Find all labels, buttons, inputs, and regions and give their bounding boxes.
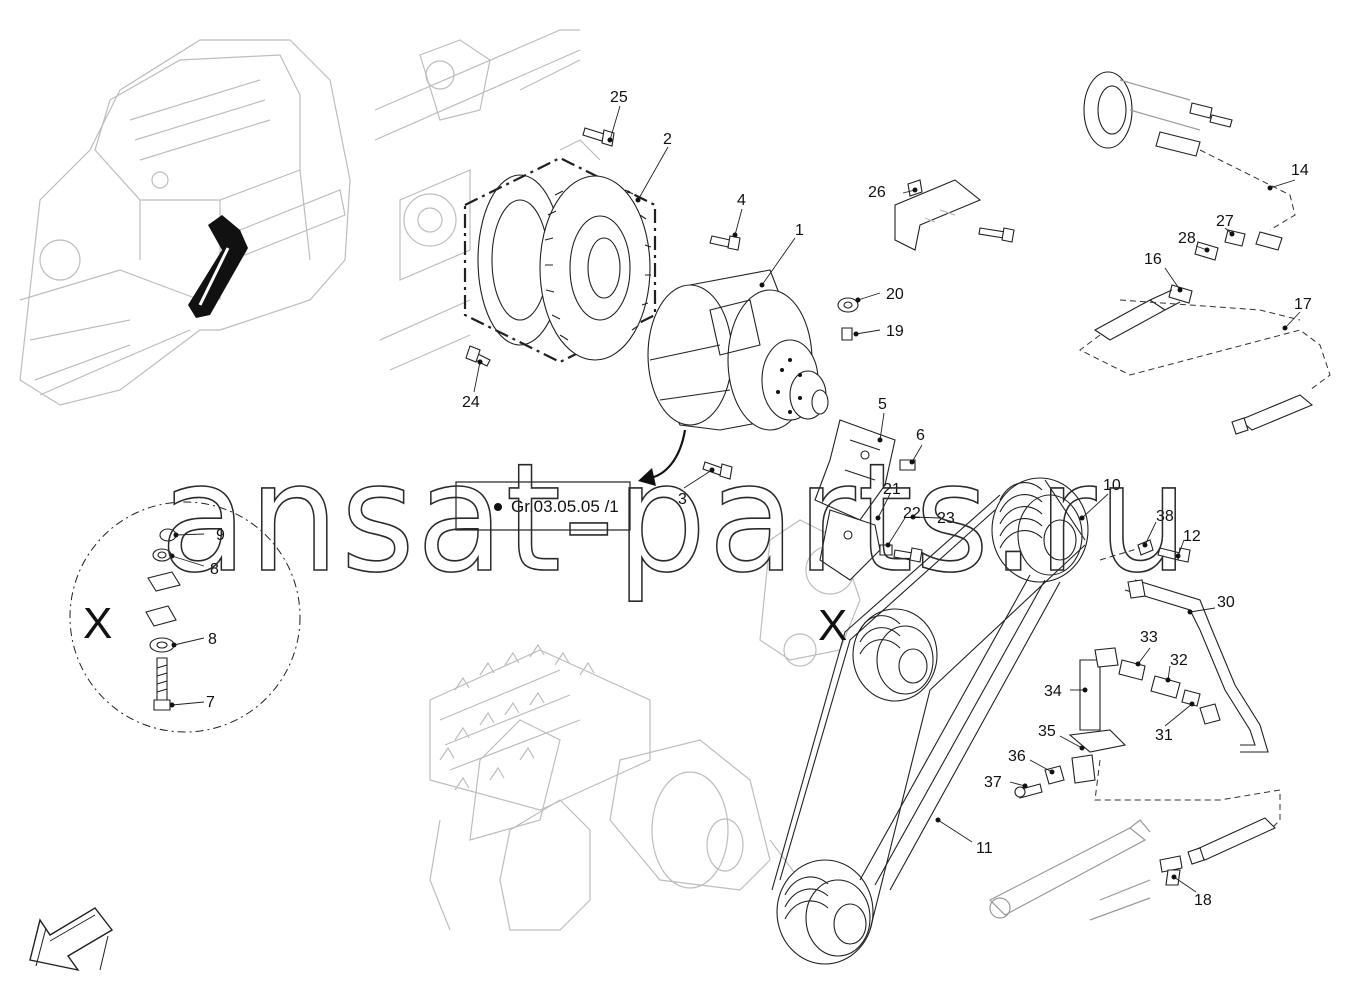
watermark-text: ansat-parts.ru [160,432,1190,606]
callout-19[interactable]: 19 [886,323,904,340]
coupling-part-2 [463,156,657,364]
callout-30[interactable]: 30 [1217,594,1235,611]
callout-33[interactable]: 33 [1140,629,1158,646]
callout-31[interactable]: 31 [1155,727,1173,744]
callout-36[interactable]: 36 [1008,748,1026,765]
callout-12[interactable]: 12 [1183,528,1201,545]
callout-27[interactable]: 27 [1216,213,1234,230]
callout-32[interactable]: 32 [1170,652,1188,669]
callout-3[interactable]: 3 [678,491,687,508]
callout-34[interactable]: 34 [1044,683,1062,700]
fasteners-upper [465,127,1015,480]
callout-6[interactable]: 6 [916,427,925,444]
callout-labels: 25 2 4 1 26 20 19 24 3 5 6 21 22 23 10 3… [206,89,1312,909]
callout-7[interactable]: 7 [206,694,215,711]
belt-drive [771,477,1089,965]
tensioner-brackets [814,419,923,581]
group-reference-text: Gr.03.05.05 /1 [511,497,619,516]
group-reference-box[interactable]: Gr.03.05.05 /1 [455,481,631,531]
callout-18[interactable]: 18 [1194,892,1212,909]
callout-24[interactable]: 24 [462,394,480,411]
machine-overview-illustration [19,39,351,406]
callout-8b[interactable]: 8 [208,631,217,648]
callout-17[interactable]: 17 [1294,296,1312,313]
callout-38[interactable]: 38 [1156,508,1174,525]
detail-marker-x-left: X [83,599,112,648]
frame-background [374,29,861,667]
callout-8a[interactable]: 8 [210,561,219,578]
callout-35[interactable]: 35 [1038,723,1056,740]
callout-16[interactable]: 16 [1144,251,1162,268]
leader-lines [169,105,1301,893]
callout-10[interactable]: 10 [1103,477,1121,494]
callout-4[interactable]: 4 [737,192,746,209]
callout-14[interactable]: 14 [1291,162,1309,179]
callout-23[interactable]: 23 [937,510,955,527]
callout-22[interactable]: 22 [903,505,921,522]
detail-marker-x-right: X [818,601,847,650]
callout-21[interactable]: 21 [883,481,901,498]
callout-20[interactable]: 20 [886,286,904,303]
callout-37[interactable]: 37 [984,774,1002,791]
callout-9[interactable]: 9 [216,527,225,544]
callout-2[interactable]: 2 [663,131,672,148]
callout-25[interactable]: 25 [610,89,628,106]
detail-x-view [69,501,301,733]
callout-11[interactable]: 11 [976,840,993,857]
gearbox-part-1 [638,269,829,486]
direction-arrow-icon [29,907,114,972]
callout-28[interactable]: 28 [1178,230,1196,247]
callout-5[interactable]: 5 [878,396,887,413]
callout-1[interactable]: 1 [795,222,804,239]
callout-26[interactable]: 26 [868,184,886,201]
milling-drum-illustration [429,643,801,931]
